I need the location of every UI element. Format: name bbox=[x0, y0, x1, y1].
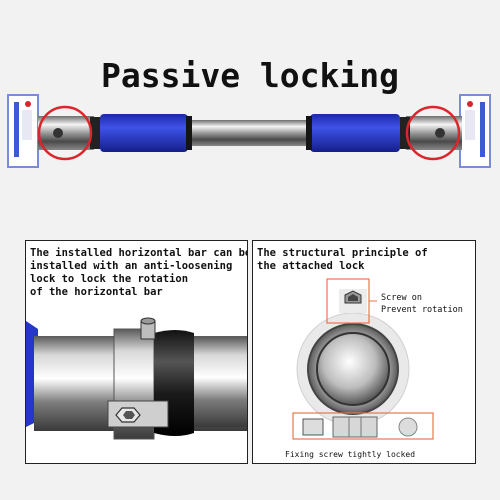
fixing-screw-label: Fixing screw tightly locked bbox=[285, 450, 416, 459]
left-mount-bracket bbox=[7, 94, 39, 168]
right-lock-highlight bbox=[405, 105, 461, 161]
right-mount-bracket bbox=[459, 94, 491, 168]
bar-closeup-illustration bbox=[26, 317, 247, 440]
page-title: Passive locking bbox=[100, 56, 399, 95]
left-lock-highlight bbox=[37, 105, 93, 161]
lock-cross-section-illustration bbox=[292, 278, 434, 440]
right-grip bbox=[310, 114, 400, 152]
pullup-bar-illustration bbox=[7, 94, 491, 168]
fixing-screw-callout-box bbox=[292, 412, 434, 440]
left-grip bbox=[100, 114, 188, 152]
